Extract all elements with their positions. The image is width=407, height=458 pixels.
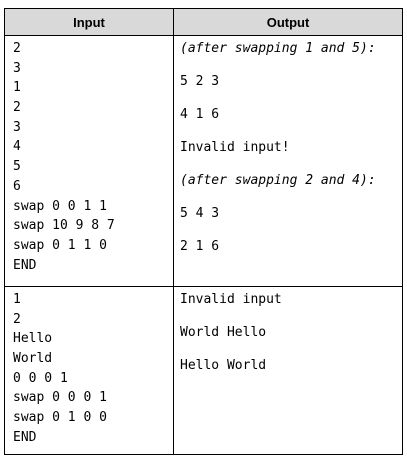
output-line: 2 1 6 (180, 239, 220, 254)
input-header: Input (4, 8, 174, 36)
output-line: (after swapping 1 and 5): (180, 41, 376, 56)
output-line: (after swapping 2 and 4): (180, 173, 376, 188)
io-table: Input Output 2 3 1 2 3 4 5 6 swap 0 0 1 1 swap 10… (4, 8, 403, 455)
input-line: 0 0 0 1 (13, 370, 68, 386)
input-line: swap 0 0 0 1 (13, 390, 107, 406)
input-line: swap 10 9 8 7 (13, 218, 115, 234)
header-row: Input Output (4, 8, 403, 36)
input-cell: 2 3 1 2 3 4 5 6 swap 0 0 1 1 swap 10 9 8 7 swap 0 … (4, 35, 174, 287)
input-line: World (13, 351, 53, 367)
input-lines: 2 3 1 2 3 4 5 6 swap 0 0 1 1 swap 10 9 8 7 swap 0 … (5, 36, 173, 275)
output-line: 5 2 3 (180, 74, 220, 89)
input-line: 1 (13, 292, 21, 307)
output-line: Invalid input! (180, 140, 290, 155)
input-line: 1 (13, 80, 21, 96)
input-line: 3 (13, 119, 21, 135)
input-line: 2 (13, 41, 21, 56)
input-line: 3 (13, 60, 21, 76)
input-line: END (13, 429, 37, 445)
output-lines: (after swapping 1 and 5): 5 2 3 4 1 6 Inval… (174, 36, 402, 256)
input-line: END (13, 257, 37, 273)
output-line: 4 1 6 (180, 107, 220, 122)
output-line: 5 4 3 (180, 206, 220, 221)
output-line: Invalid input (180, 292, 282, 307)
input-line: swap 0 1 0 0 (13, 410, 107, 426)
input-line: 5 (13, 159, 21, 175)
input-line: 2 (13, 311, 21, 327)
output-cell: (after swapping 1 and 5): 5 2 3 4 1 6 Inval… (173, 35, 403, 287)
input-line: swap 0 1 1 0 (13, 237, 107, 253)
input-line: 2 (13, 100, 21, 116)
input-line: 4 (13, 139, 21, 155)
output-line: World Hello (180, 325, 267, 340)
output-line: Hello World (180, 358, 267, 373)
output-header: Output (173, 8, 403, 36)
table-row: 2 3 1 2 3 4 5 6 swap 0 0 1 1 swap 10 9 8 7 swap 0 … (4, 35, 403, 287)
input-line: 6 (13, 178, 21, 194)
input-line: swap 0 0 1 1 (13, 198, 107, 214)
input-line: Hello (13, 331, 53, 347)
